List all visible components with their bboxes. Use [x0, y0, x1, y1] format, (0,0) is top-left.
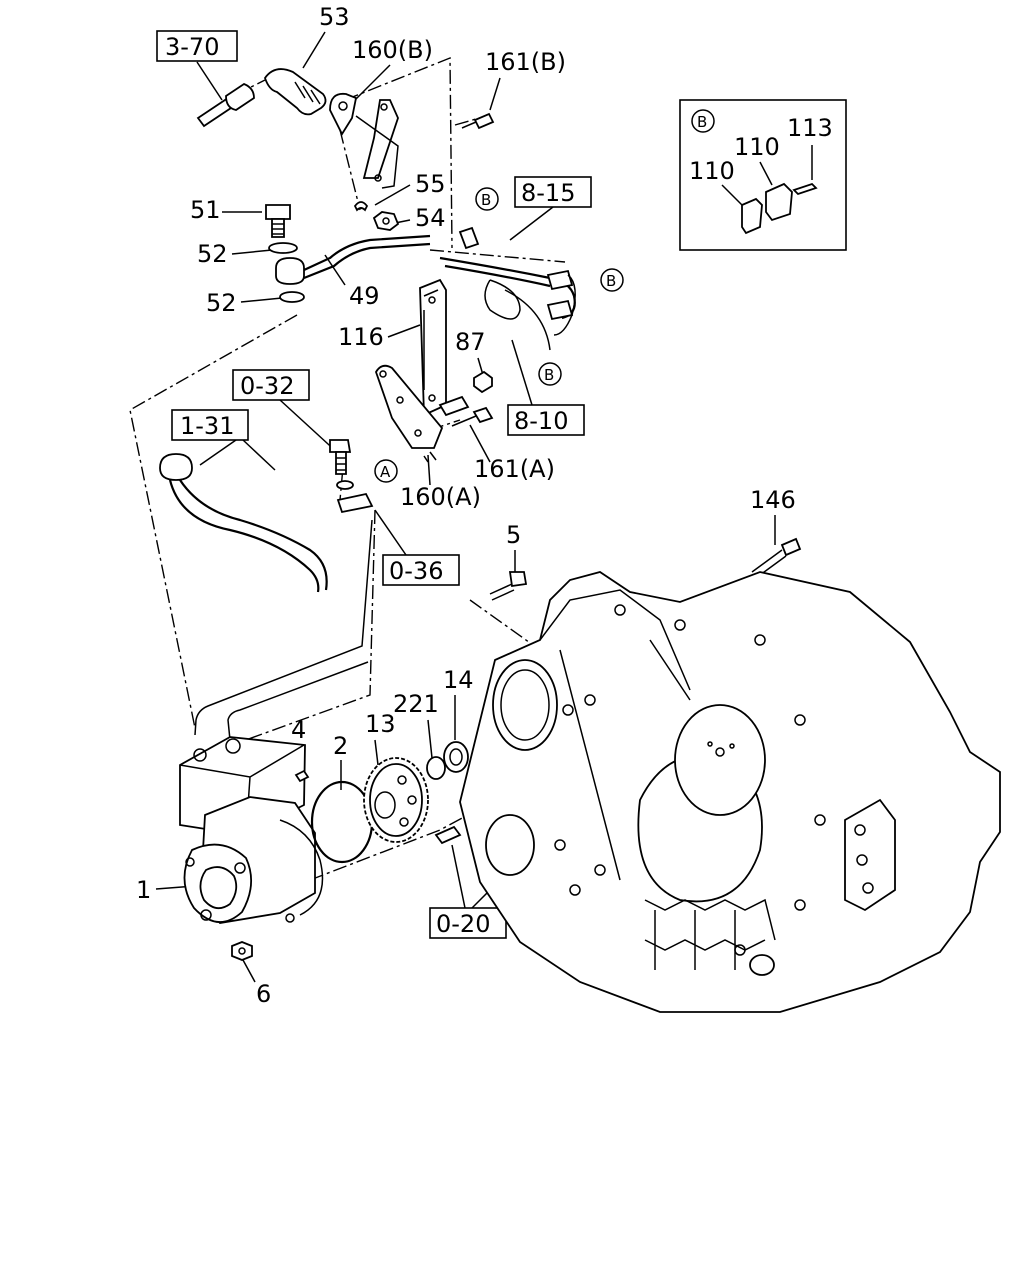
bolt-161a [451, 406, 494, 427]
bolt-5 [489, 571, 528, 601]
air-compressor [179, 736, 324, 924]
callout-161b[interactable]: 161(B) [485, 48, 566, 76]
ref-8-10[interactable]: 8-10 [514, 407, 568, 435]
leader-lines [155, 31, 869, 983]
detail-b-frame [679, 99, 847, 251]
wiring-harness [439, 226, 576, 351]
callout-52-lower[interactable]: 52 [206, 289, 237, 317]
marker-b-right[interactable]: B [606, 272, 616, 290]
callout-55[interactable]: 55 [415, 170, 446, 198]
callout-6[interactable]: 6 [256, 980, 271, 1008]
gear-13 [363, 757, 429, 843]
bearing-14 [443, 741, 469, 773]
dowel-0-20 [434, 825, 462, 845]
bolt-87 [473, 370, 493, 394]
bracket-160b [329, 92, 399, 189]
pin-4 [294, 769, 310, 783]
washer-221 [426, 756, 446, 780]
ref-0-36[interactable]: 0-36 [389, 557, 443, 585]
detail-b-marker: B [697, 113, 707, 131]
o-ring-2 [310, 780, 374, 864]
callout-labels: 53 160(B) 161(B) 51 52 52 49 55 54 116 8… [136, 3, 796, 1008]
nut-6 [231, 941, 253, 961]
callout-5[interactable]: 5 [506, 521, 521, 549]
connector-0-36 [336, 492, 374, 514]
clip-110-icon [741, 182, 818, 235]
ref-0-20[interactable]: 0-20 [436, 910, 490, 938]
callout-13[interactable]: 13 [365, 710, 396, 738]
ref-8-15[interactable]: 8-15 [521, 179, 575, 207]
bracket-160a [375, 364, 444, 463]
banjo-bolt-51 [265, 204, 291, 238]
washer-52-upper [268, 242, 298, 254]
callout-110-upper[interactable]: 110 [734, 133, 780, 161]
callout-53[interactable]: 53 [319, 3, 350, 31]
callout-221[interactable]: 221 [393, 690, 439, 718]
fitting-53 [264, 68, 327, 116]
callout-87[interactable]: 87 [455, 328, 486, 356]
clip-55 [353, 201, 369, 212]
marker-b-bottom[interactable]: B [544, 366, 554, 384]
callout-1[interactable]: 1 [136, 876, 151, 904]
ref-0-32[interactable]: 0-32 [240, 372, 294, 400]
callout-14[interactable]: 14 [443, 666, 474, 694]
fitting-0-32 [329, 439, 354, 490]
bracket-116 [419, 278, 470, 417]
callout-49[interactable]: 49 [349, 282, 380, 310]
callout-146[interactable]: 146 [750, 486, 796, 514]
detail-b-inset: B 113 110 110 [679, 99, 847, 251]
callout-161a[interactable]: 161(A) [474, 455, 555, 483]
reference-boxes: 3-70 8-15 0-32 1-31 8-10 0-36 0-20 [156, 30, 592, 939]
callout-54[interactable]: 54 [415, 204, 446, 232]
callout-4[interactable]: 4 [291, 716, 306, 744]
callout-2[interactable]: 2 [333, 732, 348, 760]
bolt-161b [461, 112, 495, 130]
callout-52-upper[interactable]: 52 [197, 240, 228, 268]
callout-160a[interactable]: 160(A) [400, 483, 481, 511]
callout-113[interactable]: 113 [787, 114, 833, 142]
callout-160b[interactable]: 160(B) [352, 36, 433, 64]
callout-116[interactable]: 116 [338, 323, 384, 351]
pipe-49 [275, 234, 431, 285]
marker-b-top[interactable]: B [481, 191, 491, 209]
hose-end-3-70 [196, 82, 255, 128]
ref-3-70[interactable]: 3-70 [165, 33, 219, 61]
washer-52-lower [279, 291, 305, 303]
callout-51[interactable]: 51 [190, 196, 221, 224]
ref-1-31[interactable]: 1-31 [180, 412, 234, 440]
tube-1-31 [159, 453, 328, 593]
nut-54 [372, 211, 400, 231]
callout-110-lower[interactable]: 110 [689, 157, 735, 185]
flywheel-housing [459, 571, 1001, 1013]
marker-a-bracket[interactable]: A [380, 463, 391, 481]
compressor-tube [194, 519, 373, 741]
